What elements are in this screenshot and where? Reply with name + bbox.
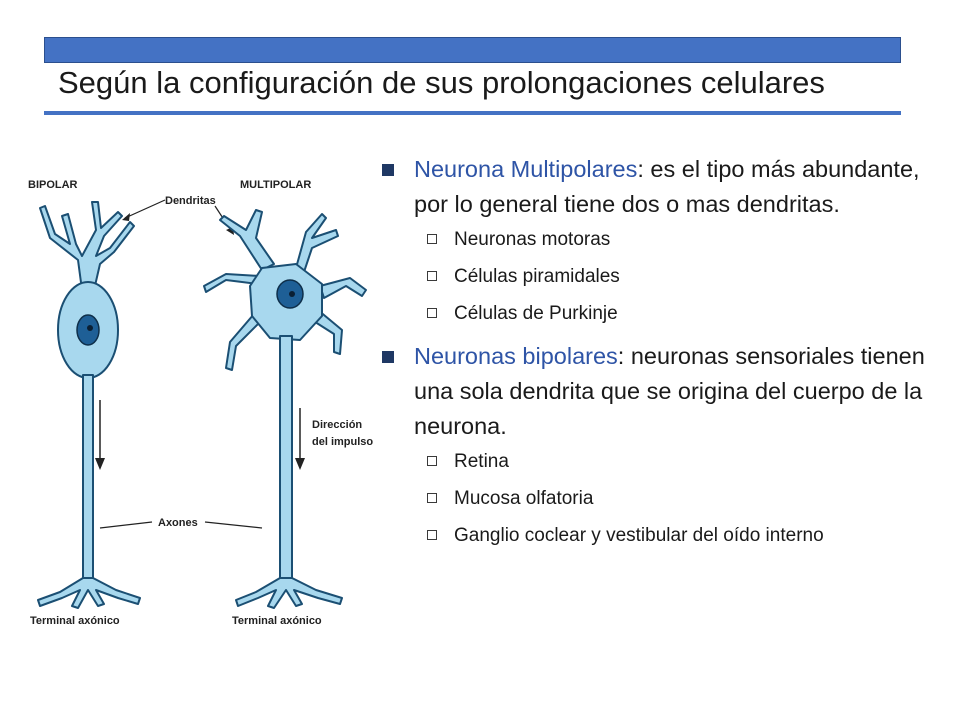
title-bar-decoration [44,37,901,63]
text-bipolar: : neuronas sensoriales tienen una sola d… [414,343,925,439]
list-item: Ganglio coclear y vestibular del oído in… [382,524,950,547]
arrowhead-4 [295,458,305,470]
item-text: Células de Purkinje [454,303,618,324]
label-bipolar: BIPOLAR [28,179,78,191]
content-list: Neurona Multipolares: es el tipo más abu… [382,152,950,561]
text-multipolar: : es el tipo más abundante, por lo gener… [414,156,920,217]
label-terminal-left: Terminal axónico [30,615,120,627]
item-text: Neuronas motoras [454,229,611,250]
multipolar-dendrites [203,209,367,371]
checkbox-bullet-icon [427,271,437,281]
bipolar-axon [82,374,94,581]
multipolar-terminal [235,577,343,609]
checkbox-bullet-icon [427,308,437,318]
arrowhead-3 [95,458,105,470]
list-item: Neuronas motoras [382,228,950,251]
checkbox-bullet-icon [427,530,437,540]
multipolar-axon [279,335,293,581]
checkbox-bullet-icon [427,234,437,244]
bipolar-terminal [37,577,141,609]
arrowhead-1 [122,213,130,221]
checkbox-bullet-icon [427,456,437,466]
label-direccion-1: Dirección [312,419,362,431]
slide-title: Según la configuración de sus prolongaci… [58,65,825,100]
label-terminal-right: Terminal axónico [232,615,322,627]
list-item: Retina [382,450,950,473]
axones-arrow-right [204,521,263,529]
dendritas-arrow-left [124,199,166,219]
list-item: Mucosa olfatoria [382,487,950,510]
title-underline [44,111,901,115]
list-item: Células piramidales [382,265,950,288]
bullet-bipolar: Neuronas bipolares: neuronas sensoriales… [382,339,950,444]
list-item: Células de Purkinje [382,302,950,325]
label-direccion-2: del impulso [312,436,373,448]
bullet-multipolar: Neurona Multipolares: es el tipo más abu… [382,152,950,222]
label-dendritas: Dendritas [165,195,216,207]
neuron-illustration: BIPOLAR MULTIPOLAR Dendritas Dirección d… [0,160,375,640]
label-axones: Axones [158,517,198,529]
neuron-diagram-svg: BIPOLAR MULTIPOLAR Dendritas Dirección d… [28,179,373,627]
term-bipolar: Neuronas bipolares [414,343,618,369]
item-text: Retina [454,451,509,472]
bipolar-examples: Retina Mucosa olfatoria Ganglio coclear … [382,450,950,547]
item-text: Células piramidales [454,266,620,287]
item-text: Ganglio coclear y vestibular del oído in… [454,525,824,546]
label-multipolar: MULTIPOLAR [240,179,311,191]
item-text: Mucosa olfatoria [454,488,594,509]
term-multipolar: Neurona Multipolares [414,156,638,182]
bipolar-nucleolus [87,325,93,331]
bipolar-dendrites [39,201,135,291]
checkbox-bullet-icon [427,493,437,503]
bullet-marker [382,351,394,363]
axones-arrow-left [99,521,153,529]
multipolar-nucleolus [289,291,295,297]
multipolar-examples: Neuronas motoras Células piramidales Cél… [382,228,950,325]
bullet-marker [382,164,394,176]
